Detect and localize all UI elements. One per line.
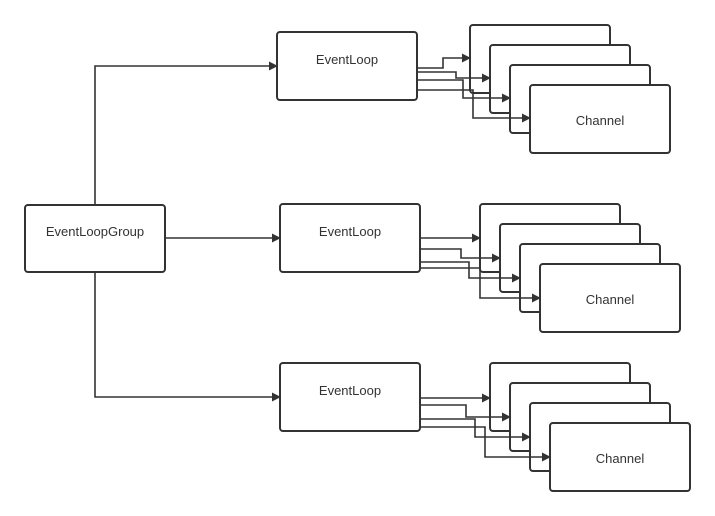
channel-label-3: Channel [596, 451, 645, 466]
eventloop-cluster-1: EventLoop Channel [276, 24, 671, 154]
loop-2-to-channel-2c-connector [420, 261, 521, 283]
loop-1-to-channel-1a-connector [417, 53, 471, 69]
loop-1-to-channel-1d-connector [417, 89, 531, 123]
eventloop-cluster-2: EventLoop Channel [279, 203, 681, 333]
loop-2-to-channel-2b-connector [420, 248, 501, 263]
eventloopgroup-node: EventLoopGroup [24, 204, 166, 273]
eventloop-node-2: EventLoop [279, 203, 421, 273]
eventloopgroup-label: EventLoopGroup [46, 224, 144, 239]
loop-1-to-channel-1b-connector [417, 71, 491, 83]
eventloop-label-1: EventLoop [316, 52, 378, 67]
loop-3-to-channel-3c-connector [420, 418, 531, 442]
loop-3-to-channel-3b-connector [420, 404, 511, 422]
eventloop-cluster-3: EventLoop Channel [279, 362, 691, 492]
eventloop-node-3: EventLoop [279, 362, 421, 432]
channel-label-2: Channel [586, 292, 635, 307]
group-to-loop-1-connector [94, 61, 278, 206]
loop-1-to-channel-1c-connector [417, 79, 511, 103]
eventloop-node-1: EventLoop [276, 31, 418, 101]
eventloop-label-3: EventLoop [319, 383, 381, 398]
group-to-loop-3-connector [94, 272, 281, 402]
loop-3-to-channel-3d-connector [420, 426, 551, 462]
channel-label-1: Channel [576, 113, 625, 128]
eventloop-label-2: EventLoop [319, 224, 381, 239]
loop-2-to-channel-2d-connector [420, 267, 541, 303]
